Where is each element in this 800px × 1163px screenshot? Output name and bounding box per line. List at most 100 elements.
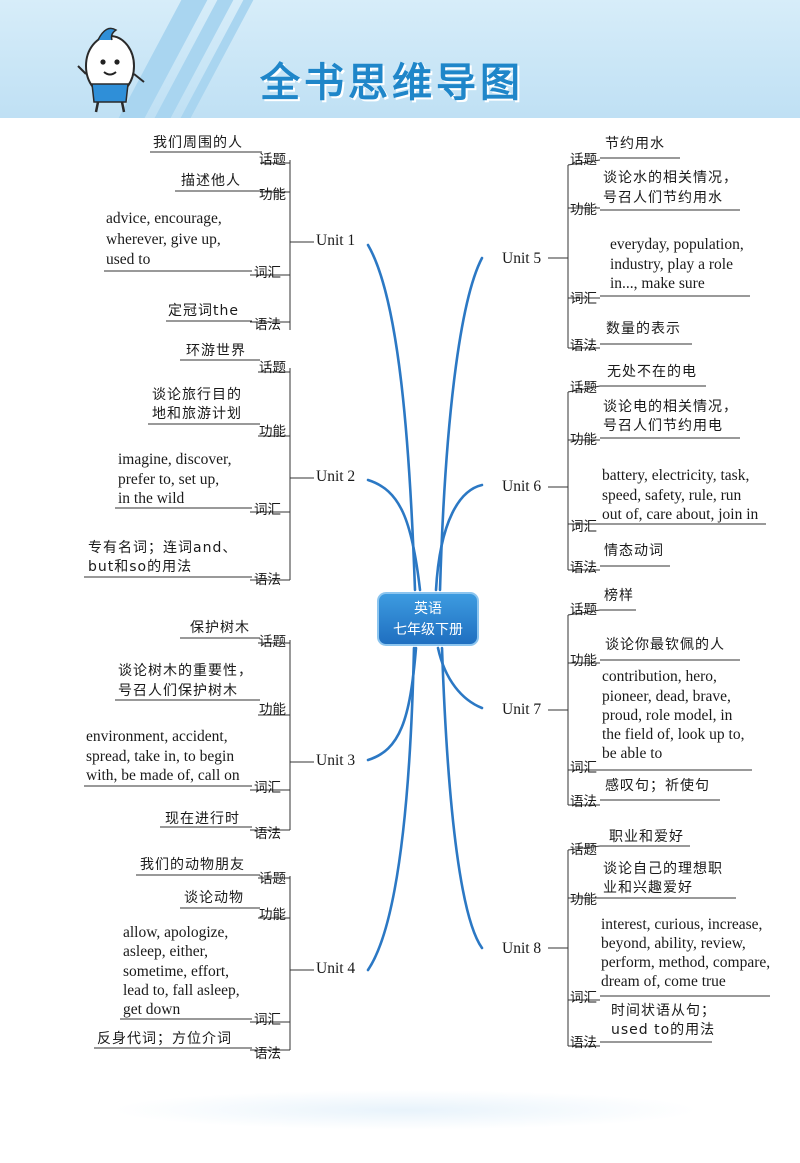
unit-7-function: 谈论你最钦佩的人 xyxy=(605,637,725,653)
unit-7-vocab-line: the field of, look up to, xyxy=(602,726,745,743)
unit-6-vocab-line: speed, safety, rule, run xyxy=(602,487,742,504)
unit-2-grammar-line: but和so的用法 xyxy=(88,559,193,575)
topic-label: 话题 xyxy=(259,634,286,650)
unit-7-grammar: 感叹句；祈使句 xyxy=(605,778,710,794)
grammar-label: 语法 xyxy=(570,794,597,810)
vocab-label: 词汇 xyxy=(254,1012,281,1028)
unit-2-vocab-line: prefer to, set up, xyxy=(118,471,220,488)
unit-6-vocab-line: battery, electricity, task, xyxy=(602,467,750,484)
unit-6-function-line: 谈论电的相关情况， xyxy=(603,399,738,415)
vocab-label: 词汇 xyxy=(254,780,281,796)
center-node: 英语 七年级下册 xyxy=(377,592,479,646)
unit-3-vocab-line: spread, take in, to begin xyxy=(86,748,235,765)
unit-4-vocab-line: get down xyxy=(123,1001,181,1018)
function-label: 功能 xyxy=(259,424,286,440)
unit-3-vocab-line: with, be made of, call on xyxy=(86,767,240,784)
header-banner: 全书思维导图 xyxy=(0,0,800,118)
unit-6-function-line: 号召人们节约用电 xyxy=(603,418,723,434)
vocab-label: 词汇 xyxy=(254,502,281,518)
unit-2-grammar-line: 专有名词；连词and、 xyxy=(88,540,238,556)
unit-5-vocab-line: industry, play a role xyxy=(610,256,733,273)
topic-label: 话题 xyxy=(570,842,597,858)
grammar-label: 语法 xyxy=(254,1046,281,1062)
unit-4-function: 谈论动物 xyxy=(184,890,244,906)
unit-8-topic: 职业和爱好 xyxy=(609,829,684,845)
unit-5-function-line: 号召人们节约用水 xyxy=(603,190,723,206)
unit-4-vocab-line: lead to, fall asleep, xyxy=(123,982,240,999)
unit-8-grammar-line: used to的用法 xyxy=(611,1022,716,1038)
unit-7-label: Unit 7 xyxy=(502,701,542,718)
unit-5-topic: 节约用水 xyxy=(605,136,665,152)
function-label: 功能 xyxy=(570,202,597,218)
unit-8-function-line: 谈论自己的理想职 xyxy=(603,861,723,877)
unit-4-vocab-line: allow, apologize, xyxy=(123,924,229,941)
unit-8-function-line: 业和兴趣爱好 xyxy=(603,880,693,896)
topic-label: 话题 xyxy=(570,152,597,168)
function-label: 功能 xyxy=(570,432,597,448)
bottom-decoration xyxy=(110,1090,700,1130)
topic-label: 话题 xyxy=(570,380,597,396)
unit-8-vocab-line: interest, curious, increase, xyxy=(601,916,763,933)
grammar-label: 语法 xyxy=(570,338,597,354)
unit-3-topic: 保护树木 xyxy=(190,620,250,636)
center-subject: 英语 xyxy=(414,601,442,617)
unit-8-vocab-line: beyond, ability, review, xyxy=(601,935,746,952)
unit-3-function-line: 号召人们保护树木 xyxy=(118,683,238,699)
unit-7-vocab-line: contribution, hero, xyxy=(602,668,717,685)
vocab-label: 词汇 xyxy=(570,519,597,535)
unit-1-vocab-line: used to xyxy=(106,251,151,268)
unit-4-topic: 我们的动物朋友 xyxy=(140,857,245,873)
topic-label: 话题 xyxy=(259,360,286,376)
unit-1-grammar: 定冠词the xyxy=(168,303,239,319)
vocab-label: 词汇 xyxy=(570,760,597,776)
unit-4-vocab-line: sometime, effort, xyxy=(123,963,230,980)
grammar-label: 语法 xyxy=(254,572,281,588)
grammar-label: 语法 xyxy=(570,560,597,576)
unit-5-function-line: 谈论水的相关情况， xyxy=(603,170,738,186)
grammar-label: 语法 xyxy=(570,1035,597,1051)
topic-label: 话题 xyxy=(259,152,286,168)
unit-7-vocab-line: pioneer, dead, brave, xyxy=(602,688,731,705)
unit-1-label: Unit 1 xyxy=(316,232,356,249)
grammar-label: 语法 xyxy=(254,826,281,842)
grammar-label: 语法 xyxy=(254,317,281,333)
unit-8-vocab-line: dream of, come true xyxy=(601,973,726,990)
function-label: 功能 xyxy=(259,187,286,203)
unit-5-vocab-line: everyday, population, xyxy=(610,236,744,253)
unit-4-vocab-line: asleep, either, xyxy=(123,943,209,960)
page-title: 全书思维导图 xyxy=(260,60,524,106)
topic-label: 话题 xyxy=(570,602,597,618)
vocab-label: 词汇 xyxy=(570,990,597,1006)
unit-6-topic: 无处不在的电 xyxy=(607,364,697,380)
unit-6-grammar: 情态动词 xyxy=(604,543,664,559)
unit-1-vocab-line: wherever, give up, xyxy=(106,231,221,248)
unit-5-grammar: 数量的表示 xyxy=(606,321,681,337)
unit-8-label: Unit 8 xyxy=(502,940,542,957)
unit-3-vocab-line: environment, accident, xyxy=(86,728,228,745)
function-label: 功能 xyxy=(570,892,597,908)
unit-8-vocab-line: perform, method, compare, xyxy=(601,954,771,971)
unit-2-function-line: 谈论旅行目的 xyxy=(152,387,242,403)
unit-3-grammar: 现在进行时 xyxy=(165,811,240,827)
unit-3-function-line: 谈论树木的重要性， xyxy=(118,663,253,679)
unit-2-label: Unit 2 xyxy=(316,468,356,485)
unit-6-label: Unit 6 xyxy=(502,478,542,495)
unit-4-grammar: 反身代词；方位介词 xyxy=(97,1031,232,1047)
unit-1-topic: 我们周围的人 xyxy=(153,135,243,151)
function-label: 功能 xyxy=(259,907,286,923)
topic-label: 话题 xyxy=(259,871,286,887)
function-label: 功能 xyxy=(259,702,286,718)
unit-1-function: 描述他人 xyxy=(181,173,241,189)
vocab-label: 词汇 xyxy=(570,291,597,307)
unit-5-vocab-line: in..., make sure xyxy=(610,275,705,292)
unit-2-vocab-line: in the wild xyxy=(118,490,185,507)
unit-6-vocab-line: out of, care about, join in xyxy=(602,506,759,523)
mascot-illustration xyxy=(77,27,145,113)
unit-5-label: Unit 5 xyxy=(502,250,542,267)
center-grade: 七年级下册 xyxy=(393,622,463,638)
unit-2-function-line: 地和旅游计划 xyxy=(152,406,242,422)
unit-8-grammar-line: 时间状语从句； xyxy=(611,1003,716,1019)
unit-4-label: Unit 4 xyxy=(316,960,356,977)
unit-2-vocab-line: imagine, discover, xyxy=(118,451,232,468)
